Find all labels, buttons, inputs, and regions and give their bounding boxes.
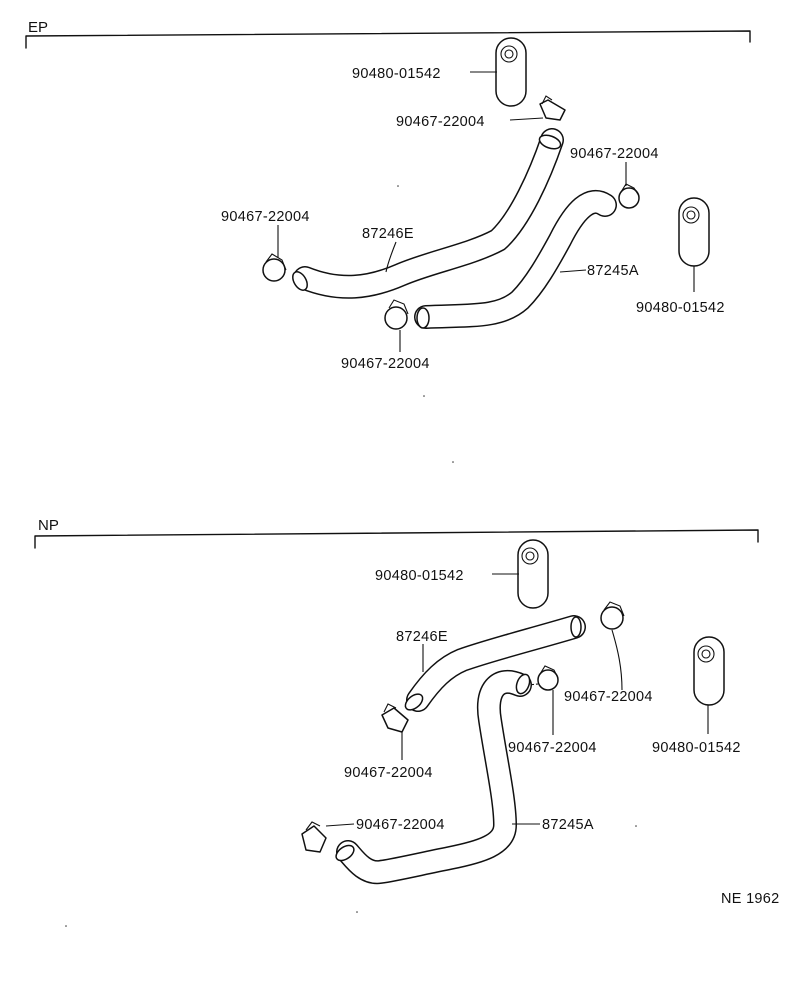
ep-label-clip-left: 90467-22004	[221, 209, 310, 225]
ep-label-clip-bottom: 90467-22004	[341, 356, 430, 372]
np-grommet-top	[517, 539, 549, 609]
np-label-grommet-right: 90480-01542	[652, 740, 741, 756]
ep-clip-left	[262, 253, 287, 282]
np-label-clip-bottom: 90467-22004	[356, 817, 445, 833]
np-hose-upper	[404, 615, 586, 712]
np-hose-lower	[335, 669, 532, 885]
np-label-clip-right: 90467-22004	[564, 689, 653, 705]
np-label-clip-mid: 90467-22004	[508, 740, 597, 756]
ep-hose-upper	[292, 128, 564, 299]
np-clip-bottom	[301, 821, 327, 853]
np-section-label: NP	[38, 517, 59, 534]
np-label-clip-left: 90467-22004	[344, 765, 433, 781]
ep-label-clip-top: 90467-22004	[396, 114, 485, 130]
ep-bracket	[25, 30, 751, 49]
figure-code: NE 1962	[721, 891, 780, 907]
ep-grommet-top	[495, 37, 527, 107]
np-bracket	[34, 529, 759, 549]
ep-hose-lower	[414, 190, 617, 329]
ep-section-label: EP	[28, 19, 48, 36]
ep-clip-bottom	[384, 299, 409, 330]
ep-clip-top	[539, 95, 566, 121]
np-grommet-right	[693, 636, 725, 706]
np-clip-mid	[537, 665, 559, 691]
scan-specks	[65, 185, 637, 927]
ep-section: EP 90480-01542 90467-22004 87246E	[25, 19, 751, 372]
ep-label-grommet-top: 90480-01542	[352, 66, 441, 82]
ep-clip-right	[618, 183, 640, 209]
np-section: NP 90480-01542 87246E 90467-22004	[34, 517, 759, 885]
ep-label-grommet-right: 90480-01542	[636, 300, 725, 316]
ep-grommet-right	[678, 197, 710, 267]
ep-label-clip-right: 90467-22004	[570, 146, 659, 162]
np-label-grommet-top: 90480-01542	[375, 568, 464, 584]
ep-label-hose-upper: 87246E	[362, 226, 414, 242]
ep-label-hose-lower: 87245A	[587, 263, 639, 279]
np-clip-right	[600, 601, 625, 630]
np-label-hose-upper: 87246E	[396, 629, 448, 645]
np-label-hose-lower: 87245A	[542, 817, 594, 833]
np-clip-left	[381, 703, 409, 733]
